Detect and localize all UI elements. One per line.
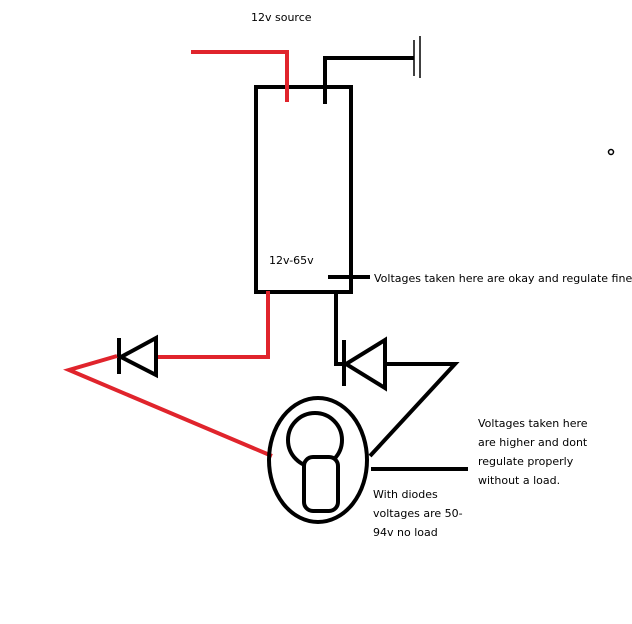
note-right-line-2: are higher and dont [478, 436, 588, 449]
light-bulb-icon [267, 396, 369, 524]
note-diodes-line-3: 94v no load [373, 526, 438, 539]
stray-dot [607, 148, 615, 156]
negative-input-wire [323, 56, 414, 104]
note-diodes-line-1: With diodes [373, 488, 438, 501]
note-right-line-1: Voltages taken here [478, 417, 588, 430]
note-right-line-4: without a load. [478, 474, 560, 487]
diode-left-icon [116, 334, 158, 379]
positive-bulb-wire [63, 354, 273, 458]
note-top: Voltages taken here are okay and regulat… [374, 272, 632, 285]
diode-right-icon [342, 336, 387, 392]
source-label: 12v source [251, 11, 312, 24]
negative-bulb-wire [368, 362, 460, 458]
positive-input-wire [191, 50, 289, 102]
positive-output-wire [158, 291, 270, 359]
note-right-line-3: regulate properly [478, 455, 574, 468]
converter-label: 12v-65v [269, 254, 314, 267]
converter-box [254, 85, 353, 294]
ground-icon [413, 36, 421, 78]
note-diodes-line-2: voltages are 50- [373, 507, 463, 520]
